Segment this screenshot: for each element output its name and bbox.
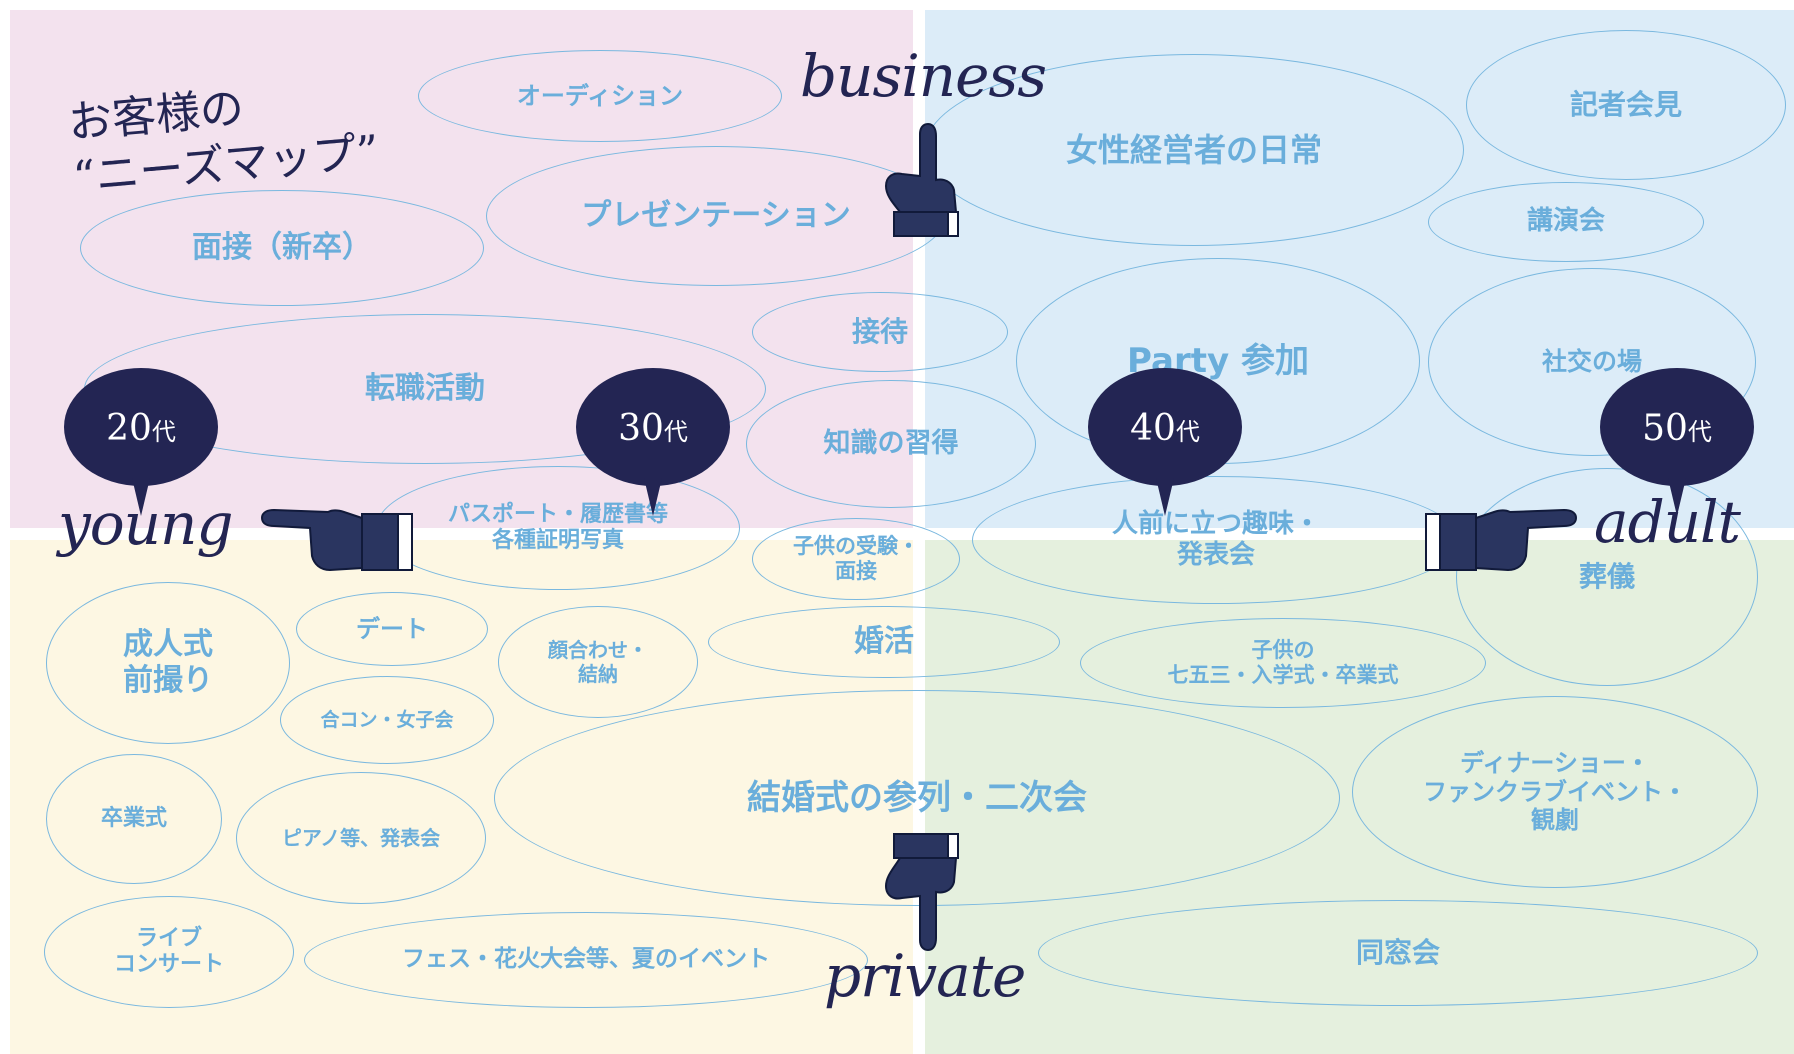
quadrant-private-young bbox=[10, 540, 913, 1054]
axis-label-private: private bbox=[824, 942, 1026, 1010]
quadrant-private-adult bbox=[925, 540, 1794, 1054]
age-marker-20: 20代 bbox=[64, 368, 218, 516]
age-marker-50: 50代 bbox=[1600, 368, 1754, 516]
hand-pointing-left-icon bbox=[258, 508, 416, 578]
age-marker-40: 40代 bbox=[1088, 368, 1242, 516]
hand-pointing-up-icon bbox=[876, 120, 962, 248]
axis-label-young: young bbox=[58, 490, 234, 558]
age-marker-30: 30代 bbox=[576, 368, 730, 516]
axis-label-adult: adult bbox=[1594, 488, 1741, 556]
hand-pointing-right-icon bbox=[1422, 508, 1580, 578]
hand-pointing-down-icon bbox=[876, 830, 962, 958]
axis-label-business: business bbox=[800, 42, 1047, 110]
